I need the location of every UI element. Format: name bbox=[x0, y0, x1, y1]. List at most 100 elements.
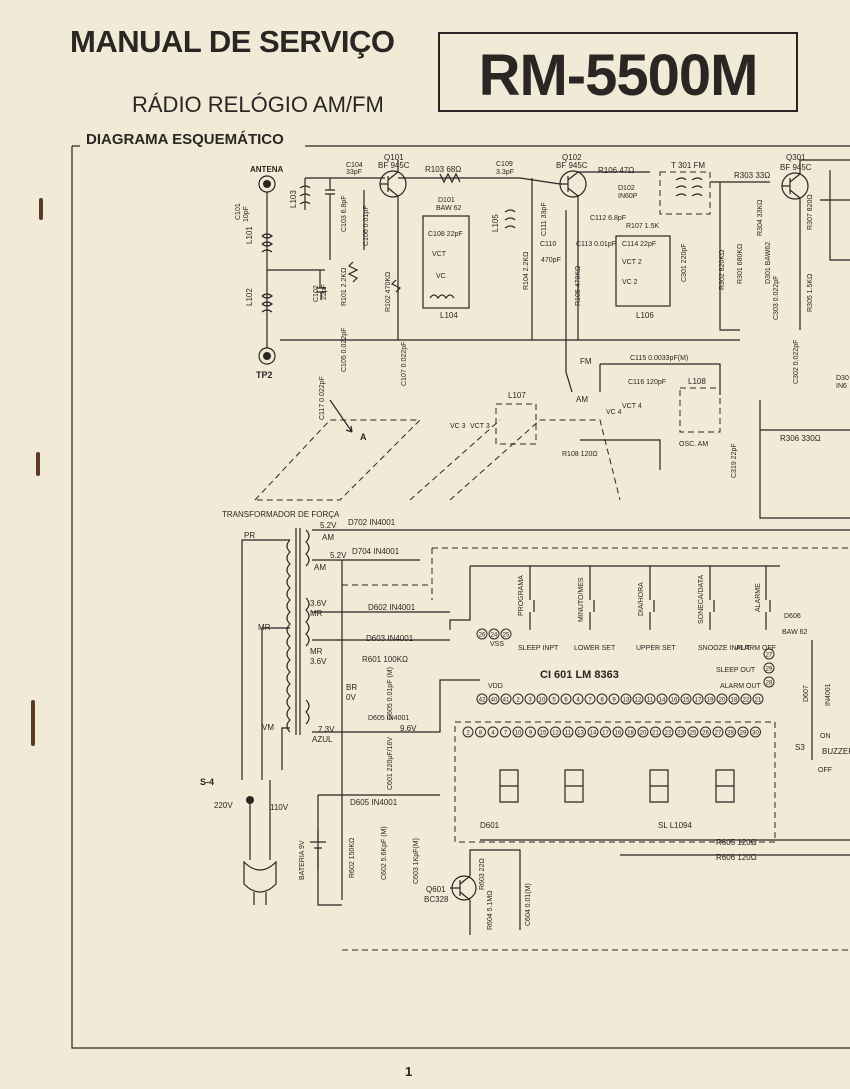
key-alarme[interactable] bbox=[765, 566, 771, 630]
key-programa[interactable] bbox=[529, 566, 535, 630]
label-vct4: VCT 4 bbox=[622, 403, 642, 410]
section-title: DIAGRAMA ESQUEMÁTICO bbox=[86, 131, 284, 148]
pin-number: 22 bbox=[665, 731, 672, 737]
label-am-tap2: AM bbox=[314, 563, 326, 572]
label-d603: D603 IN4001 bbox=[366, 634, 414, 643]
label-r602: R602 150KΩ bbox=[349, 838, 356, 878]
pin-number: 29 bbox=[740, 731, 747, 737]
label-dia-hora: DIA/HORA bbox=[638, 582, 645, 616]
label-q301-type: BF 945C bbox=[780, 163, 812, 172]
pin-number: 23 bbox=[677, 731, 684, 737]
digit-2 bbox=[564, 769, 584, 803]
label-d602: D602 IN4001 bbox=[368, 603, 416, 612]
pin-number: 17 bbox=[695, 698, 702, 704]
pin-number: 9 bbox=[529, 731, 533, 737]
pin-number: 27 bbox=[766, 653, 773, 659]
pin-number: 3 bbox=[528, 698, 532, 704]
digit-4 bbox=[715, 769, 735, 803]
label-v36a: 3.6V bbox=[310, 599, 327, 608]
gang-link bbox=[253, 419, 422, 501]
transformer-t301 bbox=[675, 177, 703, 197]
pin-number: 26 bbox=[702, 731, 709, 737]
pin-number: 42 bbox=[479, 698, 486, 704]
pin-number: 10 bbox=[515, 731, 522, 737]
label-q101-type: BF 945C bbox=[378, 161, 410, 170]
battery-symbol bbox=[310, 830, 326, 870]
label-r103: R103 68Ω bbox=[425, 165, 461, 174]
label-sleep-out: SLEEP OUT bbox=[716, 667, 756, 674]
pin-number: 25 bbox=[503, 633, 510, 639]
label-c601: C601 220µF/16V bbox=[387, 737, 394, 790]
pin-circle bbox=[488, 693, 500, 705]
label-c102: C102 bbox=[313, 285, 320, 302]
label-osc-am: OSC. AM bbox=[679, 441, 708, 448]
label-d704: D704 IN4001 bbox=[352, 547, 400, 556]
pin-circle bbox=[680, 693, 692, 705]
pin-number: 13 bbox=[623, 698, 630, 704]
display-sl1094 bbox=[454, 721, 776, 843]
label-c104-val: 33pF bbox=[346, 169, 362, 176]
wire bbox=[519, 171, 650, 340]
key-minuto-mes[interactable] bbox=[589, 566, 595, 630]
wire bbox=[241, 539, 290, 780]
label-c112: C112 6.8pF bbox=[590, 215, 626, 222]
label-c116: C116 120pF bbox=[628, 379, 666, 386]
label-vc2: VC 2 bbox=[622, 279, 638, 286]
transistor-q101 bbox=[380, 171, 399, 197]
label-q301: Q301 bbox=[786, 153, 806, 162]
pin-number: 29 bbox=[766, 667, 773, 673]
label-d606-type: BAW 62 bbox=[782, 629, 808, 636]
wire-mains bbox=[249, 780, 271, 860]
pin-circle bbox=[650, 726, 661, 738]
rf-section: ANTENA TP2 L101 L102 C101 10pF C102 22pF… bbox=[235, 153, 850, 519]
label-c110: C110 bbox=[540, 241, 556, 248]
pin-circle bbox=[488, 628, 500, 640]
label-l102: L102 bbox=[245, 288, 254, 306]
binder-mark bbox=[36, 452, 40, 476]
label-d702: D702 IN4001 bbox=[348, 518, 396, 527]
label-in6x: IN6 bbox=[836, 383, 847, 390]
pin-circle bbox=[712, 726, 724, 738]
model-number: RM-5500M bbox=[478, 43, 759, 108]
label-v96: 9.6V bbox=[400, 724, 417, 733]
label-c113: C113 0.01pF bbox=[576, 241, 616, 248]
label-l101: L101 bbox=[245, 226, 254, 244]
pin-number: 26 bbox=[479, 633, 486, 639]
digit-1 bbox=[499, 769, 519, 803]
label-r301: R301 680KΩ bbox=[737, 244, 744, 284]
dashed-board-boundary bbox=[342, 547, 850, 951]
pin-number: 20 bbox=[640, 731, 647, 737]
coil-l104 bbox=[429, 294, 455, 300]
pin-circle bbox=[716, 693, 728, 705]
pin-number: 22 bbox=[743, 698, 750, 704]
pin-number: 18 bbox=[627, 731, 634, 737]
key-dia-hora[interactable] bbox=[649, 566, 655, 630]
coil-l107-antenna bbox=[495, 403, 537, 445]
label-q101: Q101 bbox=[384, 153, 404, 162]
label-c301: C301 220pF bbox=[681, 243, 688, 282]
label-vss: VSS bbox=[490, 641, 504, 648]
label-ci601: CI 601 LM 8363 bbox=[540, 669, 619, 681]
pin-number: 19 bbox=[707, 698, 714, 704]
label-d301: D301 BAW62 bbox=[765, 242, 772, 284]
pin-number: 9 bbox=[612, 698, 616, 704]
pin-number: 28 bbox=[727, 731, 734, 737]
seven-segment-digits bbox=[499, 769, 735, 803]
pin-number: 24 bbox=[491, 633, 498, 639]
label-sleep-inpt: SLEEP INPT bbox=[518, 645, 559, 652]
label-r603: R603 22Ω bbox=[479, 858, 486, 890]
pin-circle bbox=[537, 726, 549, 738]
wire bbox=[820, 170, 850, 261]
label-c106: C106 0.01pF bbox=[363, 206, 370, 246]
label-d605b: D605 IN4001 bbox=[350, 798, 398, 807]
model-box: RM-5500M bbox=[438, 32, 798, 112]
product-subtitle: RÁDIO RELÓGIO AM/FM bbox=[132, 92, 384, 117]
pin-number: 10 bbox=[539, 698, 546, 704]
label-d607-type: IN4001 bbox=[825, 683, 832, 706]
label-alarme: ALARME bbox=[755, 583, 762, 612]
pin-number: 16 bbox=[671, 698, 678, 704]
switch-s1 bbox=[565, 340, 721, 395]
label-minuto-mes: MINUTO/MES bbox=[578, 577, 585, 622]
key-soneca-data[interactable] bbox=[709, 566, 715, 630]
transformer-primary bbox=[286, 539, 291, 733]
